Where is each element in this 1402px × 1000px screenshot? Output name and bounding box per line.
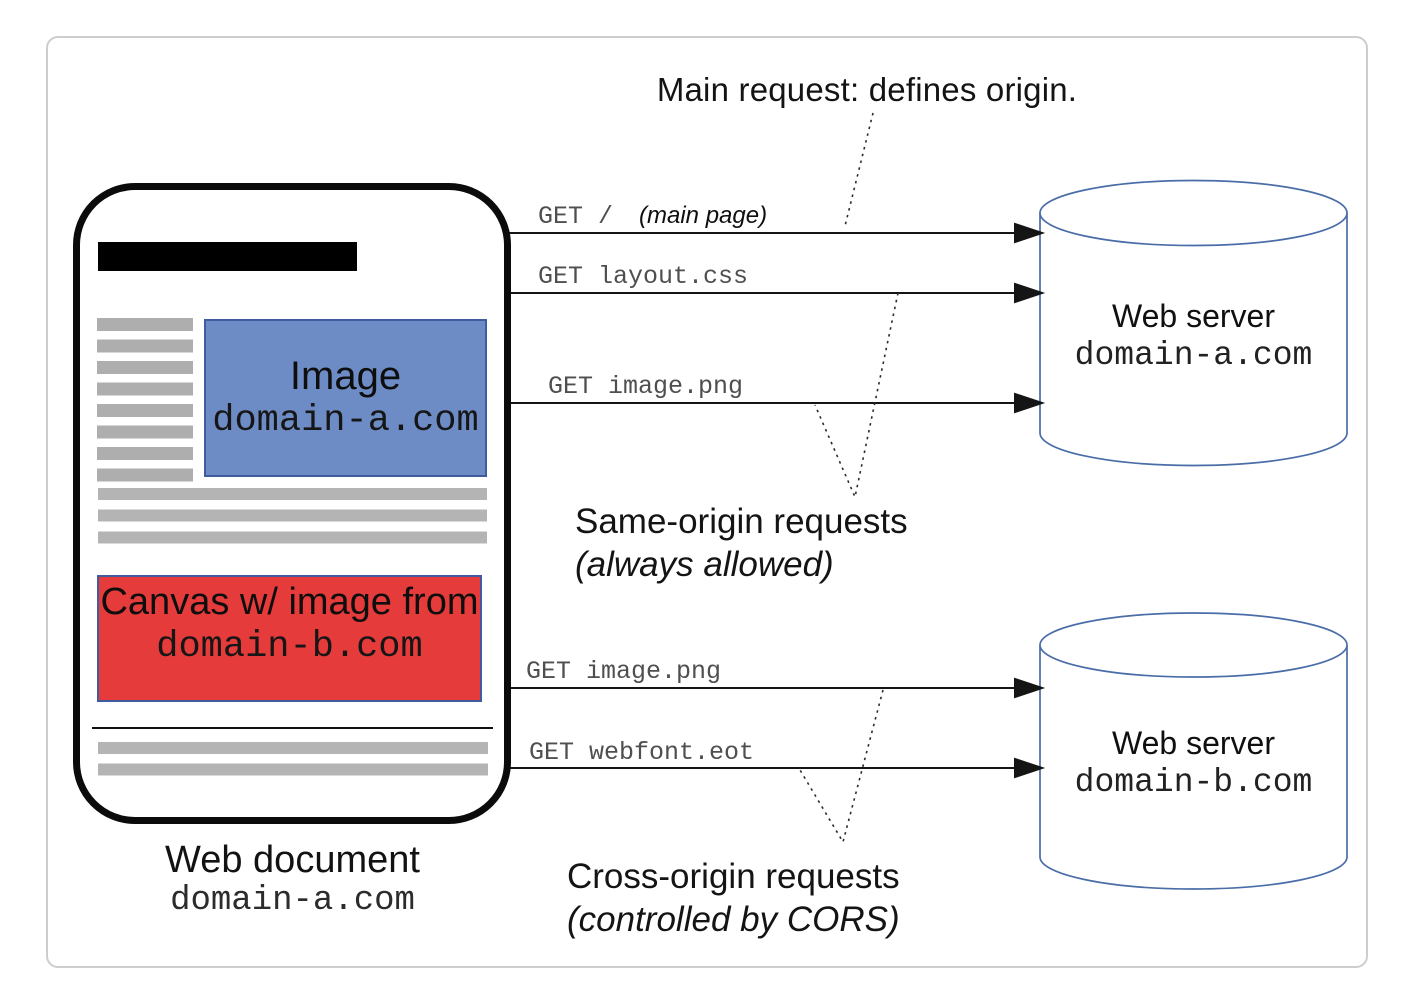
request-method: GET / [538, 202, 614, 231]
request-label-webfont: GET webfont.eot [529, 738, 754, 767]
cross-origin-line1: Cross-origin requests [567, 857, 900, 896]
image-box-domain: domain-a.com [212, 400, 479, 442]
request-label-image-b: GET image.png [526, 657, 721, 686]
server-b-domain: domain-b.com [1074, 764, 1313, 801]
request-label-image-a: GET image.png [548, 372, 743, 401]
image-box: Image domain-a.com [204, 319, 487, 477]
same-origin-line2: (always allowed) [575, 545, 834, 584]
cross-origin-line2: (controlled by CORS) [567, 900, 900, 939]
web-document-caption: Web document domain-a.com [75, 838, 510, 920]
image-box-title: Image [289, 354, 402, 398]
request-label-layout-css: GET layout.css [538, 262, 748, 291]
server-b-title: Web server [1111, 725, 1275, 761]
text-placeholder-bottom [98, 742, 488, 776]
title-bar-placeholder [98, 242, 357, 271]
server-a-label: Web server domain-a.com [1040, 296, 1347, 376]
browser-window: Image domain-a.com Canvas w/ image from … [73, 183, 511, 824]
server-b-label: Web server domain-b.com [1040, 723, 1347, 803]
main-request-heading: Main request: defines origin. [656, 71, 1078, 108]
request-method: GET webfont.eot [529, 738, 755, 767]
server-a-title: Web server [1111, 298, 1275, 334]
cross-origin-annotation: Cross-origin requests (controlled by COR… [567, 855, 900, 941]
request-method: GET image.png [548, 372, 744, 401]
web-document-label: Web document [165, 839, 420, 881]
same-origin-annotation: Same-origin requests (always allowed) [575, 500, 908, 586]
web-document-domain: domain-a.com [170, 882, 415, 920]
text-placeholder-wide [98, 488, 487, 545]
server-a-domain: domain-a.com [1074, 337, 1313, 374]
same-origin-line1: Same-origin requests [575, 502, 908, 541]
canvas-box-title: Canvas w/ image from [100, 581, 479, 623]
request-label-main-page: GET / (main page) [538, 202, 767, 231]
request-method: GET layout.css [538, 262, 749, 291]
content-divider [92, 727, 493, 729]
request-note: (main page) [639, 202, 768, 229]
canvas-box: Canvas w/ image from domain-b.com [97, 575, 482, 702]
canvas-box-domain: domain-b.com [156, 626, 423, 668]
text-placeholder-left-column [97, 318, 193, 482]
request-method: GET image.png [526, 657, 722, 686]
